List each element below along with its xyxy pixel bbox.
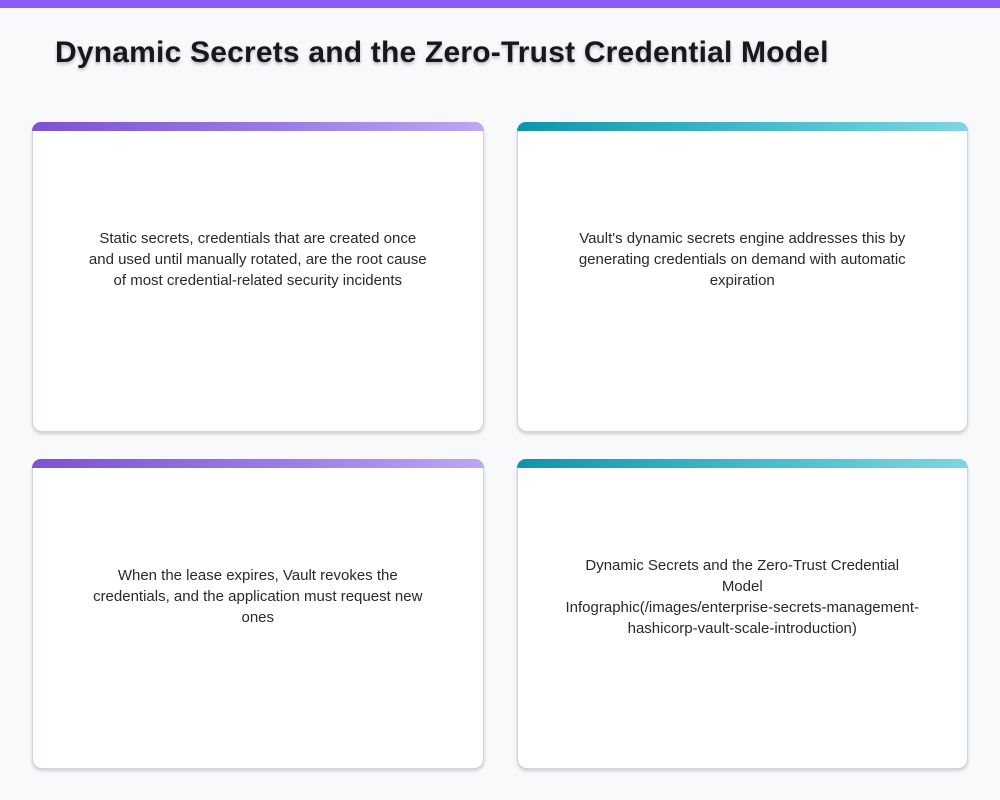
page-accent-bar: [0, 0, 1000, 8]
card-accent-bar-teal: [516, 122, 968, 131]
card-static-secrets-problem: Static secrets, credentials that are cre…: [32, 122, 484, 432]
cards-grid: Static secrets, credentials that are cre…: [32, 122, 968, 769]
card-text: Vault's dynamic secrets engine addresses…: [578, 230, 906, 289]
card-accent-bar-teal: [516, 459, 968, 468]
card-text: When the lease expires, Vault revokes th…: [93, 567, 423, 626]
card-text: Static secrets, credentials that are cre…: [88, 230, 427, 289]
card-lease-expiration: When the lease expires, Vault revokes th…: [32, 459, 484, 769]
card-content: Static secrets, credentials that are cre…: [33, 131, 483, 430]
card-content: Dynamic Secrets and the Zero-Trust Crede…: [518, 468, 968, 767]
page-title: Dynamic Secrets and the Zero-Trust Crede…: [55, 36, 829, 69]
card-content: Vault's dynamic secrets engine addresses…: [518, 131, 968, 430]
card-dynamic-secrets-engine: Vault's dynamic secrets engine addresses…: [516, 122, 968, 432]
card-text: Dynamic Secrets and the Zero-Trust Crede…: [565, 556, 920, 637]
card-infographic-caption: Dynamic Secrets and the Zero-Trust Crede…: [516, 459, 968, 769]
card-accent-bar-purple: [32, 122, 484, 131]
card-content: When the lease expires, Vault revokes th…: [33, 468, 483, 767]
card-accent-bar-purple: [32, 459, 484, 468]
